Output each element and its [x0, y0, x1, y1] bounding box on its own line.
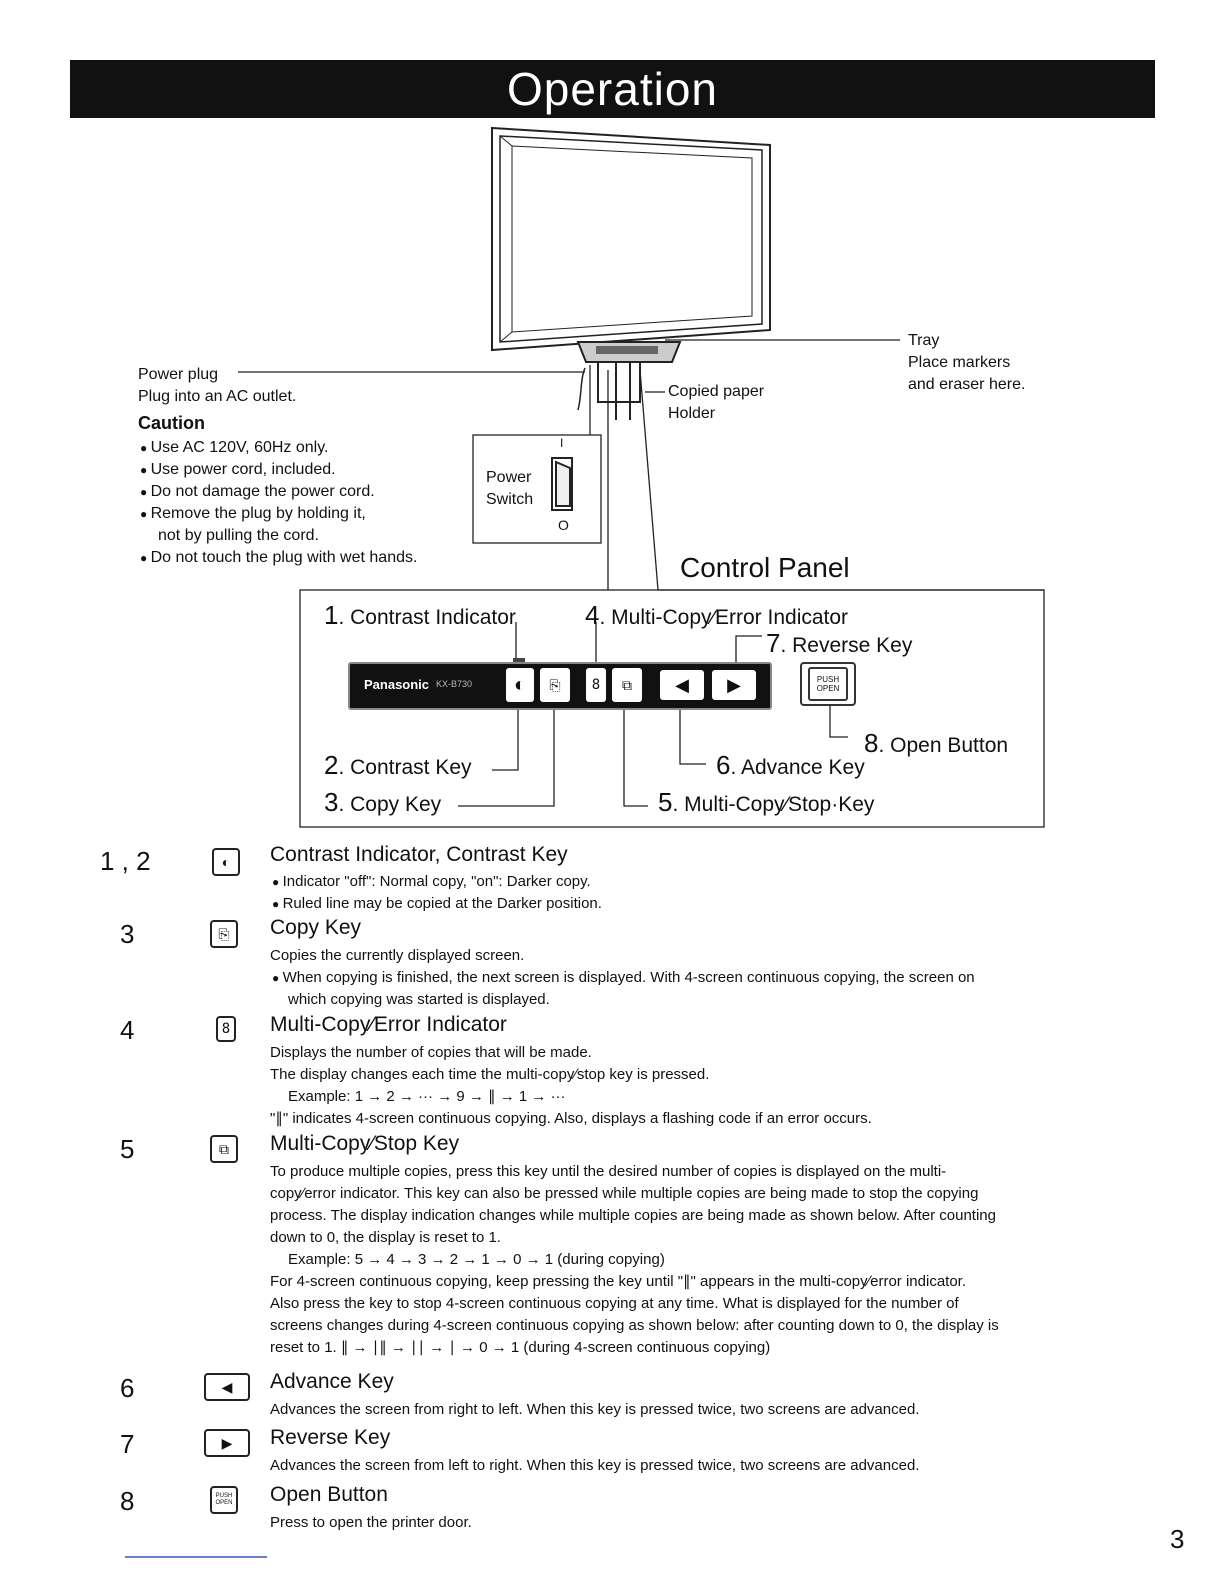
tray-desc: Place markers	[908, 354, 1011, 371]
cp-label-3: 3. Copy Key	[324, 787, 442, 817]
caution-item: Remove the plug by holding it,	[140, 503, 366, 525]
section-number: 5	[120, 1134, 135, 1164]
power-switch-label: Power	[486, 469, 532, 486]
copy-icon: ⎘	[210, 920, 238, 948]
section-line: Advances the screen from left to right. …	[270, 1457, 920, 1474]
tray-label: Tray	[908, 332, 940, 349]
section-heading: Multi-Copy∕Stop Key	[270, 1132, 460, 1155]
caution-item: not by pulling the cord.	[158, 527, 319, 544]
section-line: Example: 5 → 4 → 3 → 2 → 1 → 0 → 1 (duri…	[288, 1251, 665, 1268]
multi-copy-error-indicator: 8	[586, 668, 606, 702]
section-number: 4	[120, 1015, 135, 1045]
contrast-indicator-led	[513, 658, 525, 662]
caution-item: Use AC 120V, 60Hz only.	[140, 437, 329, 459]
model-label: KX-B730	[436, 679, 473, 689]
push-open-icon: PUSH OPEN	[210, 1486, 238, 1514]
cp-label-6: 6. Advance Key	[716, 750, 865, 780]
copy-key[interactable]: ⎘	[540, 668, 570, 702]
contrast-key[interactable]: ◐	[506, 668, 534, 702]
control-panel-title: Control Panel	[680, 552, 850, 583]
page-number: 3	[1170, 1524, 1185, 1554]
section-line: When copying is finished, the next scree…	[272, 967, 975, 989]
section-number: 8	[120, 1486, 135, 1516]
digit-indicator-icon: 8	[216, 1016, 236, 1042]
power-plug-desc: Plug into an AC outlet.	[138, 388, 297, 405]
brand-logo: Panasonic	[364, 677, 430, 692]
copied-paper-label: Holder	[668, 405, 716, 422]
caution-item: Do not touch the plug with wet hands.	[140, 547, 418, 569]
section-number: 3	[120, 919, 135, 949]
reverse-right-icon: ▶	[727, 674, 741, 695]
section-line: Indicator "off": Normal copy, "on": Dark…	[272, 871, 591, 893]
advance-key[interactable]: ◀	[660, 670, 704, 700]
section-number: 7	[120, 1429, 135, 1459]
section-heading: Copy Key	[270, 916, 362, 939]
cp-label-7: 7. Reverse Key	[766, 628, 913, 658]
page-title: Operation	[70, 60, 1155, 118]
caution-item: Use power cord, included.	[140, 459, 336, 481]
reverse-key[interactable]: ▶	[712, 670, 756, 700]
section-line: reset to 1. ∥ → ∣∥ → ∣∣ → ∣ → 0 → 1 (dur…	[270, 1339, 771, 1356]
cp-label-1: 1. Contrast Indicator	[324, 600, 516, 630]
control-panel-strip: Panasonic KX-B730 ◐ ⎘ 8 ⧉ ◀ ▶	[348, 658, 772, 710]
tray-desc: and eraser here.	[908, 376, 1026, 393]
caution-title: Caution	[138, 413, 205, 433]
copy-icon: ⎘	[549, 676, 561, 693]
power-switch-label: Switch	[486, 491, 534, 508]
multi-copy-stop-icon: ⧉	[622, 676, 632, 693]
section-line: down to 0, the display is reset to 1.	[270, 1229, 501, 1246]
section-heading: Open Button	[270, 1483, 388, 1506]
section-heading: Multi-Copy∕Error Indicator	[270, 1013, 507, 1036]
section-heading: Reverse Key	[270, 1426, 391, 1449]
section-line: process. The display indication changes …	[270, 1207, 996, 1224]
switch-on-mark: I	[560, 436, 564, 450]
digit-indicator-icon: 8	[591, 677, 601, 693]
caution-item: Do not damage the power cord.	[140, 481, 375, 503]
section-heading: Advance Key	[270, 1370, 394, 1393]
section-line: copy∕error indicator. This key can also …	[270, 1185, 979, 1202]
section-line: Press to open the printer door.	[270, 1514, 472, 1531]
section-line: "∥" indicates 4-screen continuous copyin…	[270, 1110, 872, 1127]
cp-label-4: 4. Multi-Copy∕Error Indicator	[585, 600, 849, 630]
section-heading: Contrast Indicator, Contrast Key	[270, 843, 568, 866]
section-line: To produce multiple copies, press this k…	[270, 1163, 947, 1180]
multi-copy-stop-icon: ⧉	[210, 1135, 238, 1163]
cp-label-2: 2. Contrast Key	[324, 750, 472, 780]
advance-left-icon: ◀	[675, 674, 689, 695]
section-line: For 4-screen continuous copying, keep pr…	[270, 1273, 967, 1290]
reverse-right-icon: ▶	[204, 1429, 250, 1457]
push-open-icon: PUSH OPEN	[808, 667, 848, 701]
multi-copy-stop-key[interactable]: ⧉	[612, 668, 642, 702]
cp-label-8: 8. Open Button	[864, 728, 1009, 758]
section-line: Advances the screen from right to left. …	[270, 1401, 920, 1418]
section-line: which copying was started is displayed.	[288, 991, 550, 1008]
whiteboard-illustration	[491, 126, 771, 420]
open-button[interactable]: PUSH OPEN	[800, 662, 856, 706]
section-line: Displays the number of copies that will …	[270, 1044, 592, 1061]
power-plug-label: Power plug	[138, 366, 219, 383]
contrast-icon: ◐	[212, 848, 240, 876]
advance-left-icon: ◀	[204, 1373, 250, 1401]
section-line: Example: 1 → 2 → ··· → 9 → ∥ → 1 → ···	[288, 1088, 566, 1105]
copied-paper-label: Copied paper	[668, 383, 765, 400]
switch-off-mark: O	[558, 517, 569, 533]
section-line: Also press the key to stop 4-screen cont…	[270, 1295, 959, 1312]
footer-rule	[125, 1556, 267, 1558]
cp-label-5: 5. Multi-Copy∕Stop·Key	[658, 787, 875, 817]
section-line: screens changes during 4-screen continuo…	[270, 1317, 999, 1334]
section-number: 6	[120, 1373, 135, 1403]
contrast-icon: ◐	[513, 673, 527, 696]
section-number: 1 , 2	[100, 846, 151, 876]
board-diagram	[238, 126, 1045, 828]
section-line: Ruled line may be copied at the Darker p…	[272, 893, 602, 915]
section-line: Copies the currently displayed screen.	[270, 947, 525, 964]
section-line: The display changes each time the multi-…	[270, 1066, 710, 1083]
